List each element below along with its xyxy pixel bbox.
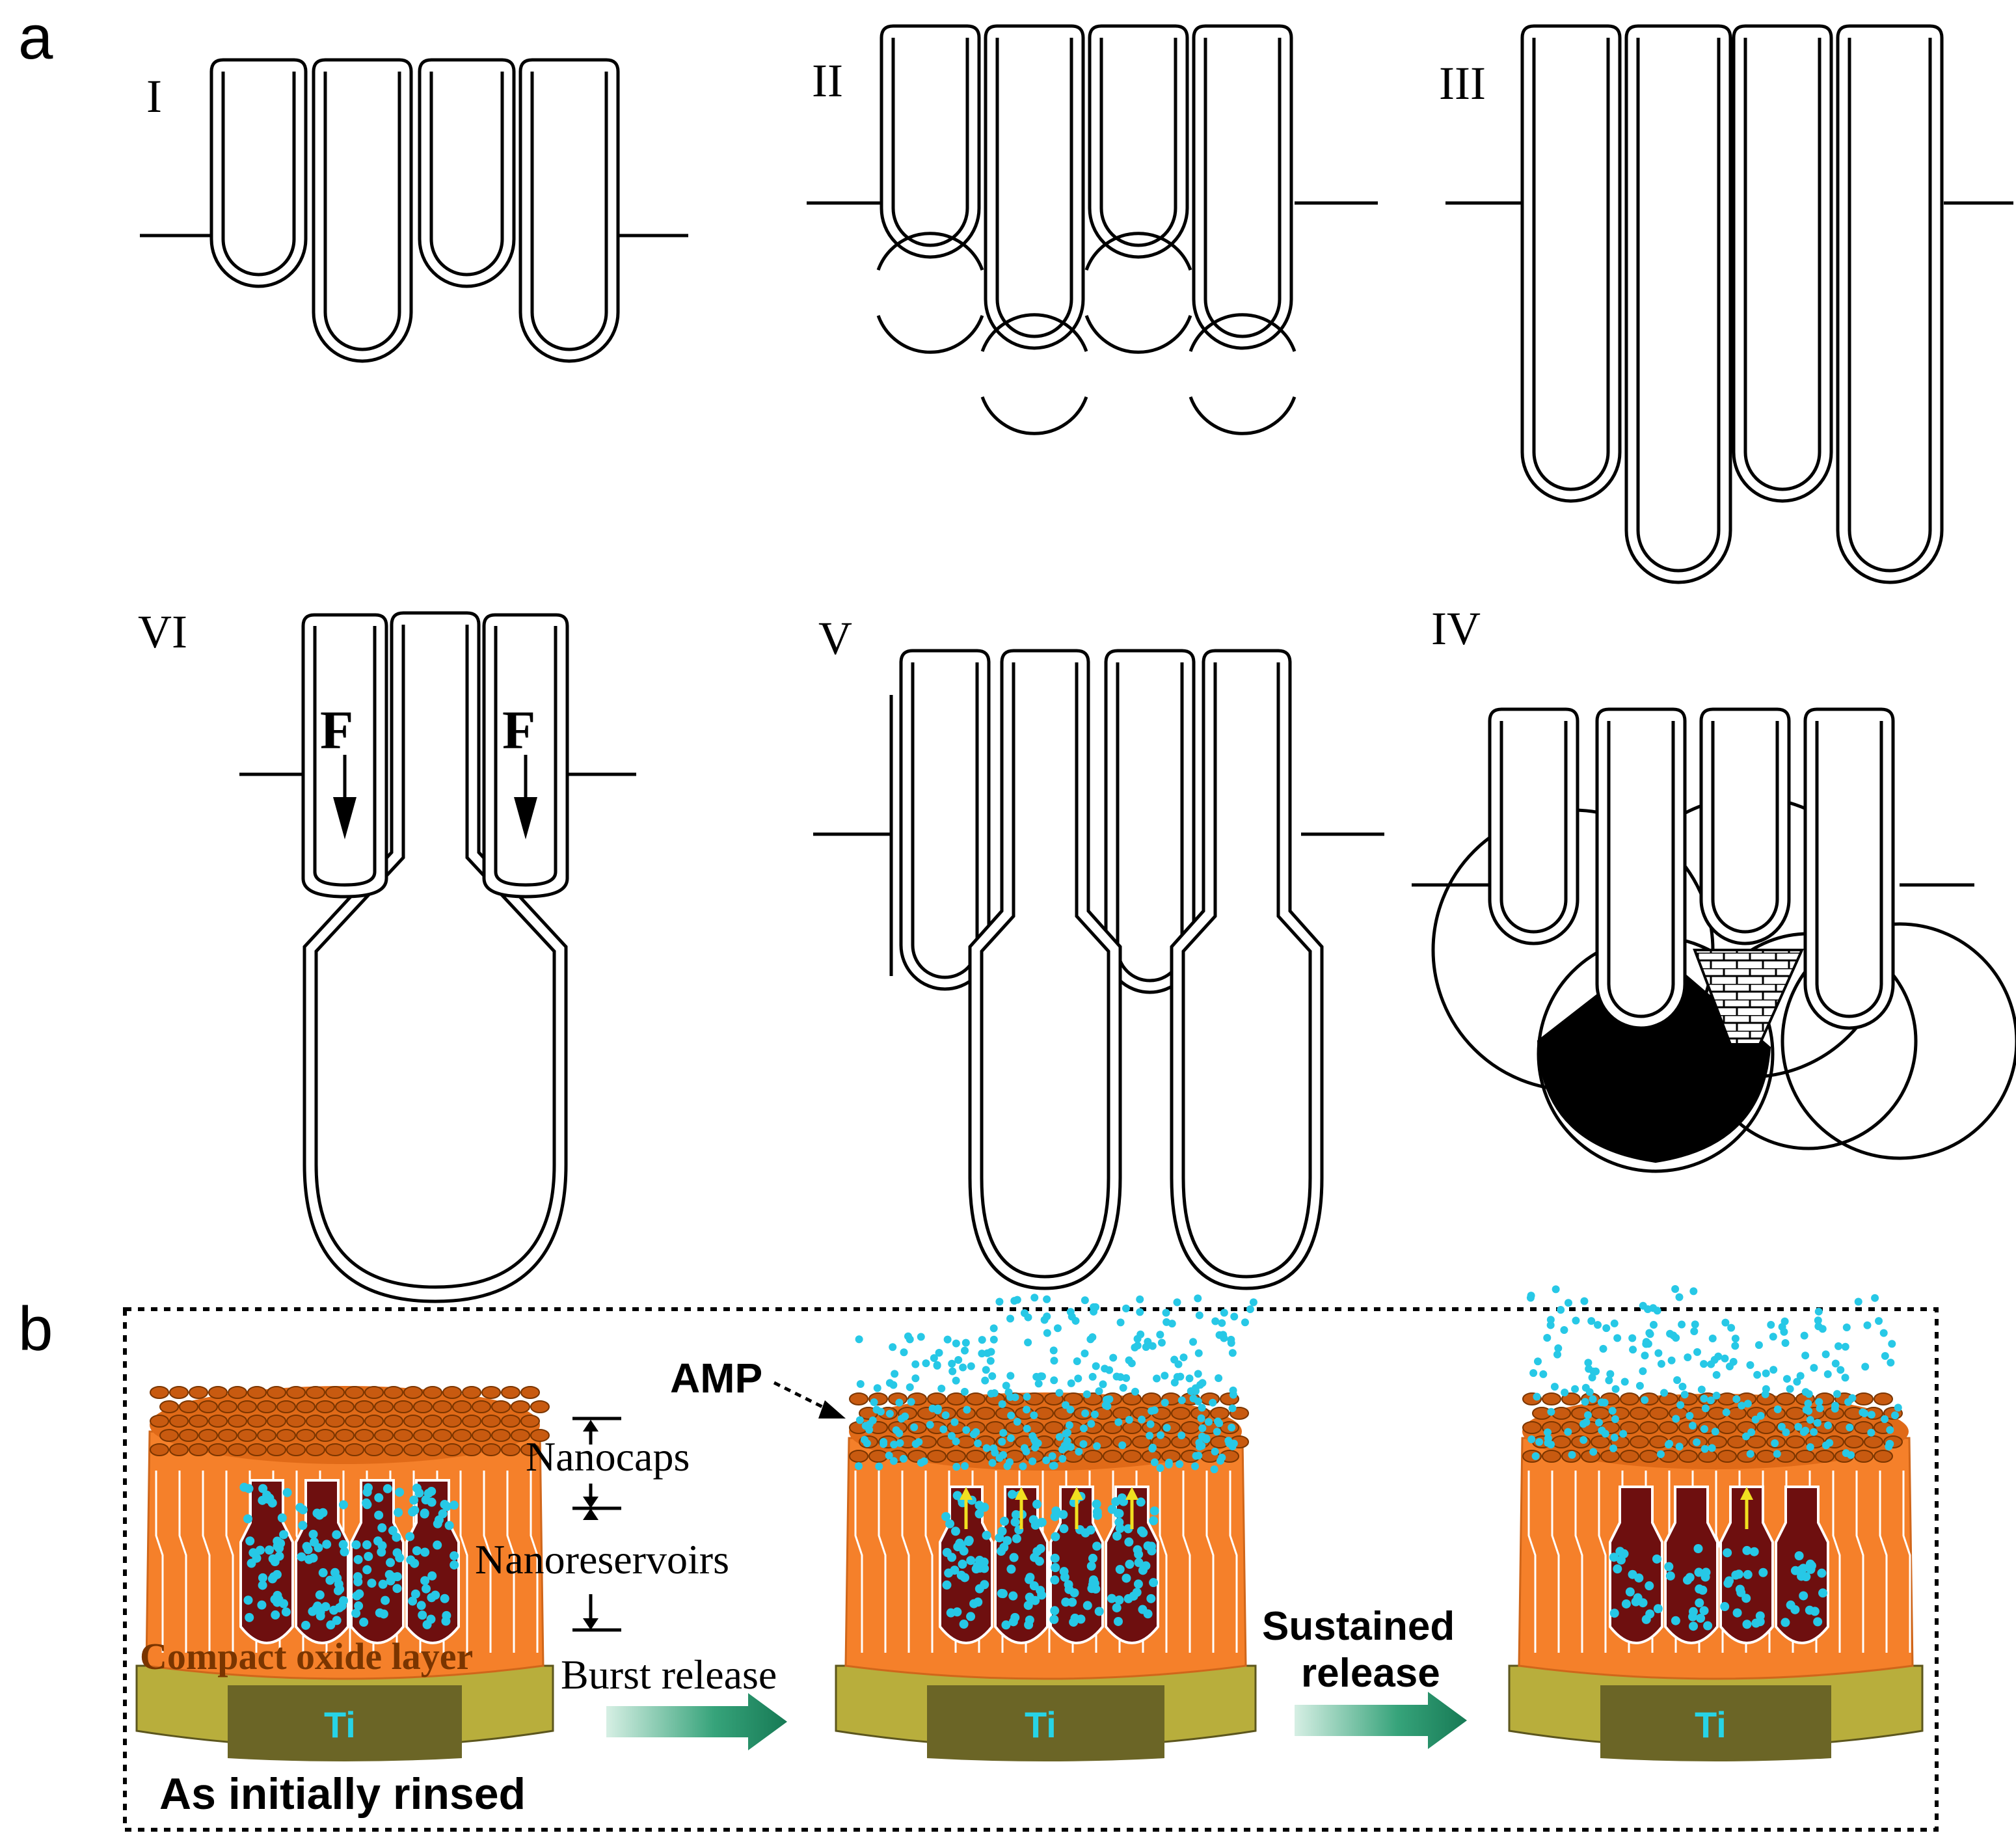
- stage-IV-tube: [1597, 709, 1685, 1028]
- stage-II-label: II: [812, 55, 843, 107]
- stage-I-tube: [211, 60, 306, 286]
- ti-label-1: Ti: [324, 1704, 356, 1745]
- stage-II-tube: [881, 26, 979, 257]
- initial-label: As initially rinsed: [159, 1769, 526, 1819]
- stage-I-tube: [520, 60, 618, 361]
- stage-III-tube: [1734, 26, 1831, 501]
- stage-VI: VI F F: [138, 606, 636, 1301]
- stage-V: V: [813, 612, 1384, 1288]
- panel-b-letter: b: [18, 1294, 53, 1364]
- nanoreservoirs-label: Nanoreservoirs: [475, 1536, 729, 1582]
- green-arrow: [606, 1693, 787, 1750]
- panel-a: a I II III VI: [18, 3, 2016, 1301]
- stage-I-label: I: [146, 70, 162, 122]
- stage-IV-tube: [1490, 709, 1578, 943]
- compact-oxide-label: Compact oxide layer: [140, 1635, 473, 1677]
- stage-IV-label: IV: [1431, 603, 1481, 655]
- stage-III: III: [1439, 26, 2013, 582]
- stage-III-tube: [1522, 26, 1620, 501]
- stage-III-tube: [1838, 26, 1942, 582]
- stage-II-tube: [986, 26, 1083, 348]
- stage-VI-label: VI: [138, 606, 187, 658]
- stage-I: I: [140, 60, 688, 361]
- amp-label: AMP: [670, 1355, 762, 1402]
- panel-b: b Ti Compact oxide layer Nanocaps Nanore…: [18, 1285, 1937, 1830]
- panel-a-letter: a: [18, 3, 53, 72]
- force-label-left: F: [320, 700, 353, 761]
- ti-label-2: Ti: [1025, 1704, 1056, 1745]
- force-label-right: F: [502, 700, 535, 761]
- stage-III-label: III: [1439, 57, 1486, 109]
- stage-I-tube: [420, 60, 514, 286]
- cylinder-burst: Ti: [836, 1392, 1256, 1761]
- stage-V-bulb: [970, 651, 1120, 1288]
- stage-II: II: [807, 26, 1378, 433]
- stage-IV: IV: [1412, 603, 2016, 1171]
- stage-III-tube: [1626, 26, 1730, 582]
- stage-II-tube: [1090, 26, 1187, 257]
- burst-release-label: Burst release: [561, 1651, 777, 1698]
- nanocaps-label: Nanocaps: [526, 1433, 690, 1480]
- sustained-label-2: release: [1301, 1651, 1440, 1696]
- stage-V-label: V: [818, 612, 852, 664]
- stage-IV-tube: [1805, 709, 1893, 1028]
- stage-II-tube: [1194, 26, 1291, 348]
- green-arrow-2: [1295, 1692, 1467, 1749]
- stage-IV-tube: [1701, 709, 1789, 943]
- stage-I-tube: [314, 60, 411, 361]
- ti-label-3: Ti: [1695, 1704, 1727, 1745]
- sustained-label-1: Sustained: [1262, 1604, 1455, 1649]
